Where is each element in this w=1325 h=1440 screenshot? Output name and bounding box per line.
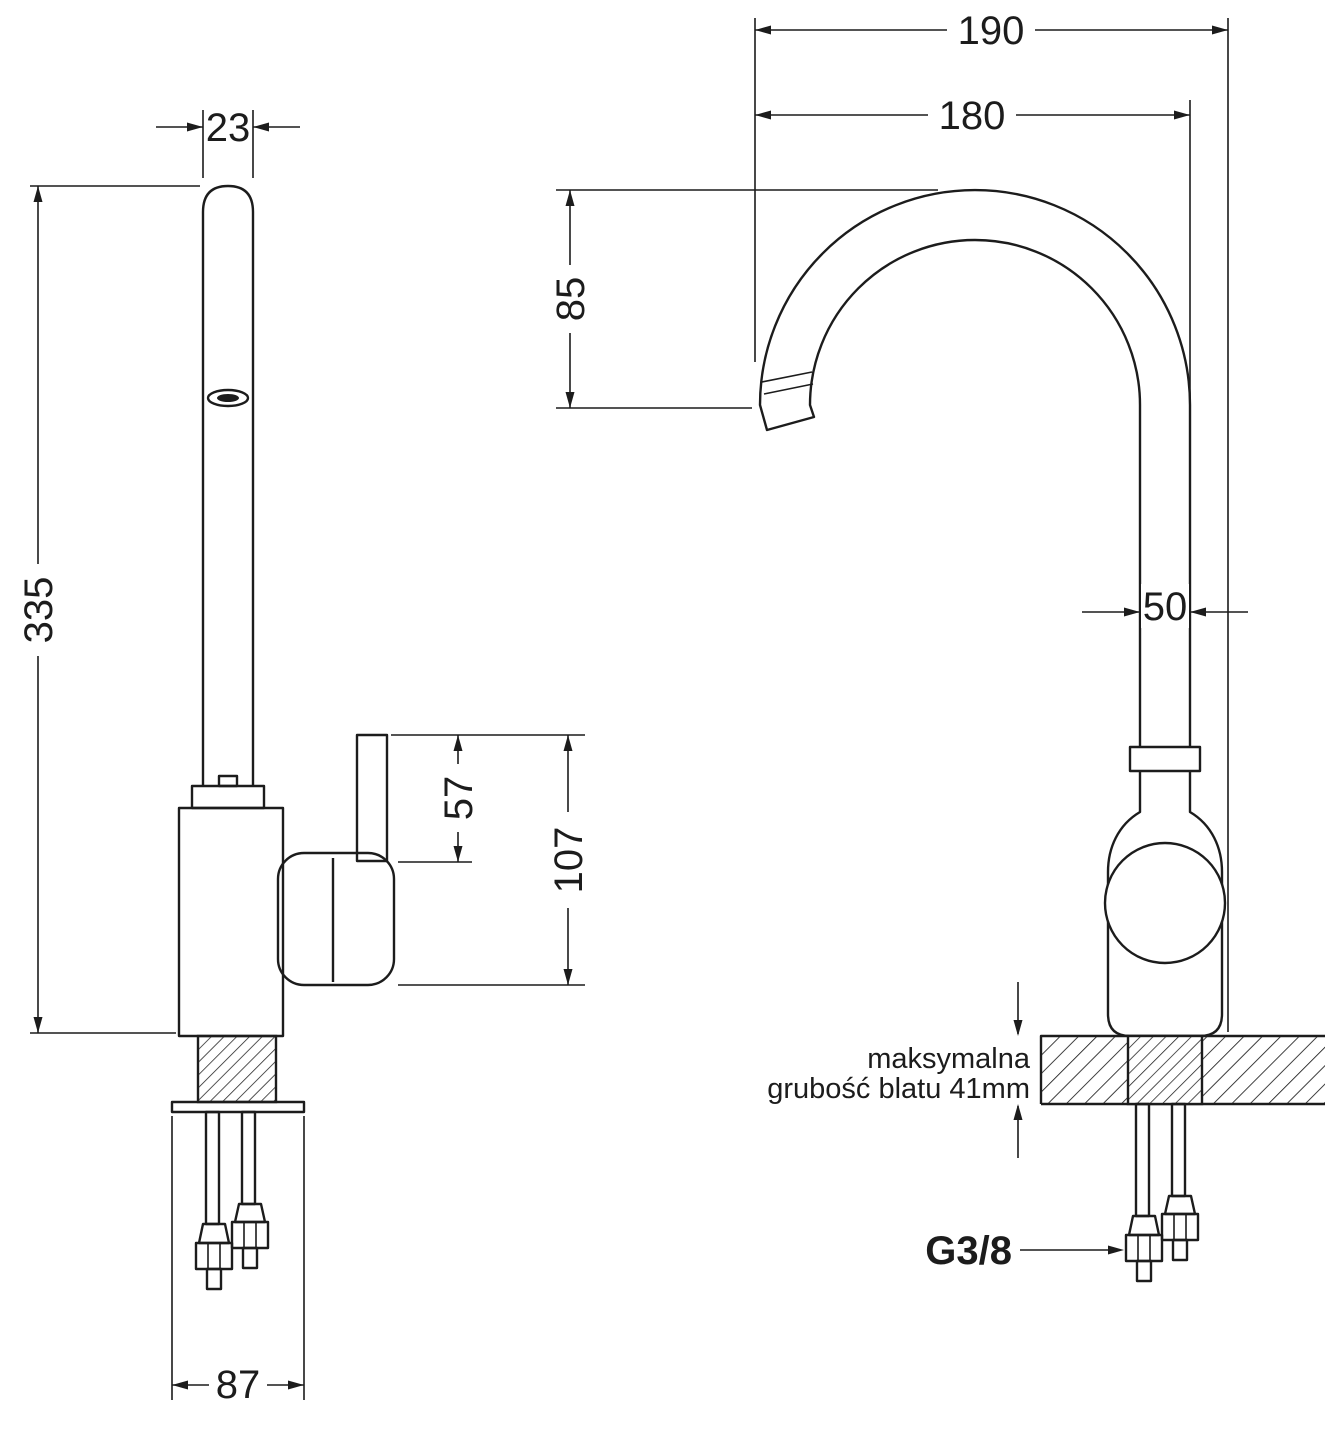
front-view: 190 180 85 50 xyxy=(548,8,1325,1283)
hex-nut-facets xyxy=(1173,1214,1187,1240)
nut-tip xyxy=(1135,1259,1153,1283)
hose-cone xyxy=(1127,1214,1161,1237)
aerator-band xyxy=(761,371,814,395)
handle-lever-side xyxy=(355,733,389,863)
dimension-base-width: 87 xyxy=(171,1116,305,1407)
dimension-body-height: 107 xyxy=(398,735,591,986)
hex-nut xyxy=(1124,1233,1164,1263)
gooseneck-spout xyxy=(758,188,1192,747)
threaded-shank-front xyxy=(1126,1034,1204,1106)
collar-side xyxy=(190,784,266,810)
body-side xyxy=(177,806,285,1038)
dimension-overall-width: 190 xyxy=(754,8,1229,1032)
handle-knob-front xyxy=(1103,841,1227,965)
hex-nut xyxy=(230,1220,270,1250)
dimension-spout-reach: 180 xyxy=(755,93,1191,404)
aerator-opening xyxy=(217,394,239,402)
aerator-outline xyxy=(206,388,250,408)
thread-size-label: G3/8 xyxy=(925,1229,1012,1273)
base-flange-side xyxy=(170,1100,306,1114)
threaded-shank-side xyxy=(196,1034,278,1104)
dim-label-190: 190 xyxy=(958,9,1025,53)
collar-notch xyxy=(217,774,239,788)
dim-label-180: 180 xyxy=(939,94,1006,138)
dim-label-85: 85 xyxy=(549,277,593,322)
dimension-pipe-spacing: 50 xyxy=(1082,584,1248,629)
mounting-hardware-side xyxy=(194,1110,270,1291)
dim-label-107: 107 xyxy=(547,827,591,894)
countertop-note-line2: grubość blatu 41mm xyxy=(767,1073,1030,1105)
side-view: 23 335 57 xyxy=(16,106,591,1407)
hex-nut-facets xyxy=(207,1243,221,1269)
hose-cone xyxy=(197,1222,231,1245)
dimension-spout-height: 85 xyxy=(548,189,938,409)
mounting-rod xyxy=(240,1110,257,1206)
mounting-hardware-front xyxy=(1124,1102,1200,1283)
hose-cone xyxy=(233,1202,267,1224)
hex-nut-facets xyxy=(1137,1235,1151,1261)
thread-size-annotation: G3/8 xyxy=(925,1229,1124,1273)
mounting-rod xyxy=(204,1110,221,1226)
hex-nut xyxy=(1160,1212,1200,1242)
hex-nut xyxy=(194,1241,234,1271)
dimension-handle-height: 57 xyxy=(391,734,585,863)
dimension-spout-diameter: 23 xyxy=(156,106,300,178)
nut-tip xyxy=(1171,1238,1189,1262)
dimension-total-height: 335 xyxy=(16,185,200,1034)
dim-label-50: 50 xyxy=(1143,585,1188,629)
nut-tip xyxy=(205,1267,223,1291)
nut-tip xyxy=(241,1246,259,1270)
mounting-rod xyxy=(1170,1102,1187,1198)
spout-pipe-side xyxy=(201,184,255,786)
countertop-note-line1: maksymalna xyxy=(867,1043,1031,1075)
countertop-thickness-annotation: maksymalna grubość blatu 41mm xyxy=(767,982,1031,1158)
handle-housing-side xyxy=(276,851,396,987)
dim-label-57: 57 xyxy=(437,776,481,821)
dim-label-23: 23 xyxy=(206,106,251,150)
collar-front xyxy=(1128,745,1202,773)
countertop-section xyxy=(1039,1034,1325,1106)
hose-cone xyxy=(1163,1194,1197,1216)
hex-nut-facets xyxy=(243,1222,257,1248)
dim-label-335: 335 xyxy=(17,577,61,644)
dim-label-87: 87 xyxy=(216,1363,261,1407)
mounting-rod xyxy=(1134,1102,1151,1218)
